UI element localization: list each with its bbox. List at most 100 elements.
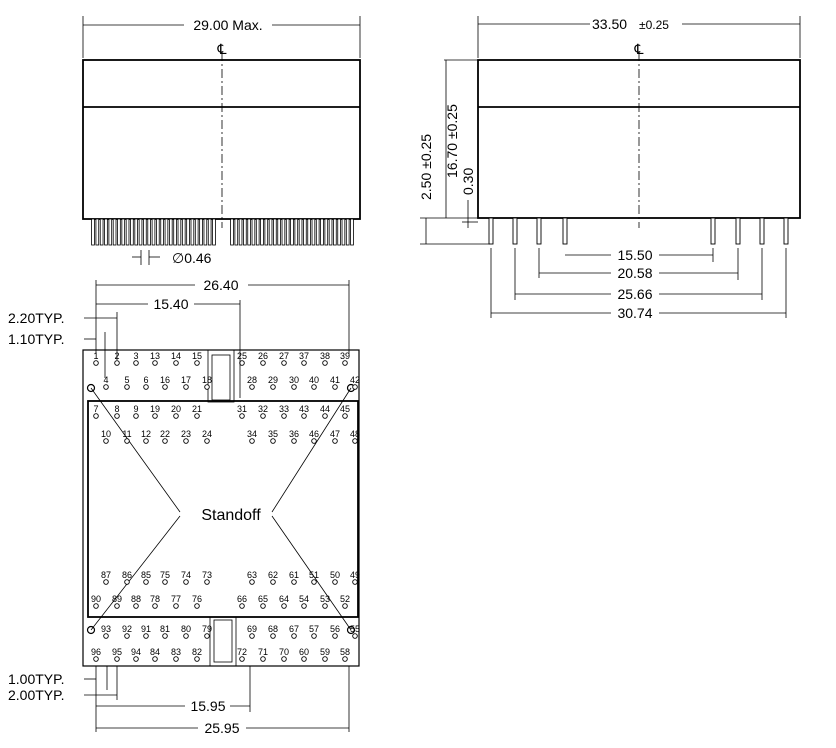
- dim-25-66: 25.66: [617, 286, 652, 302]
- pin-number: 63: [247, 570, 257, 580]
- pin-number: 64: [279, 594, 289, 604]
- pin-pad: [311, 438, 317, 444]
- dim-25-95: 25.95: [204, 720, 239, 736]
- pin-number: 96: [91, 647, 101, 657]
- pin-lead: [234, 218, 239, 246]
- pin-lead: [130, 218, 134, 246]
- pin-lead: [260, 218, 264, 246]
- pin-lead: [186, 218, 190, 246]
- dim-15-50: 15.50: [617, 247, 652, 263]
- pin-number: 88: [131, 594, 141, 604]
- pin-pad: [204, 579, 210, 585]
- pin-lead: [255, 218, 260, 246]
- pin-pad: [281, 413, 287, 419]
- pin-number: 37: [299, 351, 309, 361]
- centerline-symbol-right: ℄: [634, 41, 644, 57]
- pin-lead: [121, 218, 126, 246]
- pin-number: 17: [181, 375, 191, 385]
- pin-pad: [322, 413, 328, 419]
- pin-pad: [311, 633, 317, 639]
- pin-pad: [173, 360, 179, 366]
- pin-lead: [190, 218, 195, 246]
- pin-pad: [270, 384, 276, 390]
- pin-pad: [103, 579, 109, 585]
- pin-lead: [512, 217, 518, 245]
- pin-lead: [125, 218, 130, 246]
- pin-pad: [291, 438, 297, 444]
- pin-pad: [352, 438, 358, 444]
- pin-number: 1: [93, 351, 98, 361]
- dim-2-50: 2.50 ±0.25: [418, 134, 434, 200]
- pin-lead: [238, 218, 243, 246]
- pin-number: 48: [350, 429, 360, 439]
- pin-lead: [247, 218, 251, 246]
- pin-pad: [183, 579, 189, 585]
- pin-pad: [239, 603, 245, 609]
- pin-lead: [112, 218, 117, 246]
- pin-lead: [337, 218, 341, 246]
- pin-pad: [152, 413, 158, 419]
- pin-number: 34: [247, 429, 257, 439]
- pin-lead: [333, 218, 337, 246]
- pin-pad: [204, 438, 210, 444]
- pin-lead: [147, 218, 151, 246]
- pin-pad: [173, 656, 179, 662]
- pin-lead: [177, 218, 182, 246]
- pin-pad: [322, 603, 328, 609]
- pin-lead: [562, 217, 568, 245]
- pin-pad: [281, 360, 287, 366]
- pin-number: 60: [299, 647, 309, 657]
- pin-number: 59: [320, 647, 330, 657]
- pin-number: 20: [171, 404, 181, 414]
- pin-pad: [322, 360, 328, 366]
- pin-pad: [301, 413, 307, 419]
- pin-pad: [260, 656, 266, 662]
- pin-pad: [152, 656, 158, 662]
- pin-lead: [251, 218, 256, 246]
- pin-pad: [162, 438, 168, 444]
- pin-number: 28: [247, 375, 257, 385]
- pin-row-right: [488, 217, 789, 245]
- pin-pad: [322, 656, 328, 662]
- pin-lead: [91, 218, 95, 246]
- pin-lead: [273, 218, 277, 246]
- pin-lead: [307, 218, 311, 246]
- pin-lead: [156, 218, 160, 246]
- side-view-right: 33.50 ±0.25 ℄ 16.70 ±0.25 2.50 ±0.25 0.3…: [418, 16, 801, 321]
- pin-number: 13: [150, 351, 160, 361]
- pin-pad: [162, 633, 168, 639]
- pin-number: 71: [258, 647, 268, 657]
- pin-pad: [183, 438, 189, 444]
- pin-lead: [143, 218, 147, 246]
- pin-number: 58: [340, 647, 350, 657]
- dim-15-40: 15.40: [153, 296, 188, 312]
- pin-number: 74: [181, 570, 191, 580]
- pin-lead: [536, 217, 542, 245]
- pin-pad: [133, 360, 139, 366]
- dim-29-max: 29.00 Max.: [193, 17, 262, 33]
- pin-pad: [173, 603, 179, 609]
- pin-lead: [199, 218, 203, 246]
- pin-number: 62: [268, 570, 278, 580]
- dim-15-95: 15.95: [190, 698, 225, 714]
- dim-pin-diameter: ∅0.46: [172, 250, 212, 266]
- pin-lead: [212, 218, 216, 246]
- pin-lead: [277, 218, 281, 246]
- pin-number: 57: [309, 624, 319, 634]
- pin-lead: [95, 218, 100, 246]
- pin-pad: [281, 603, 287, 609]
- pin-pad: [332, 579, 338, 585]
- pin-number: 22: [160, 429, 170, 439]
- pin-pad: [103, 384, 109, 390]
- pin-lead: [230, 218, 234, 246]
- pin-pad: [93, 413, 99, 419]
- pin-pad: [143, 579, 149, 585]
- standoff-label: Standoff: [201, 507, 261, 524]
- pin-pad: [143, 633, 149, 639]
- pin-number: 93: [101, 624, 111, 634]
- dim-20-58: 20.58: [617, 265, 652, 281]
- pin-lead: [168, 218, 173, 246]
